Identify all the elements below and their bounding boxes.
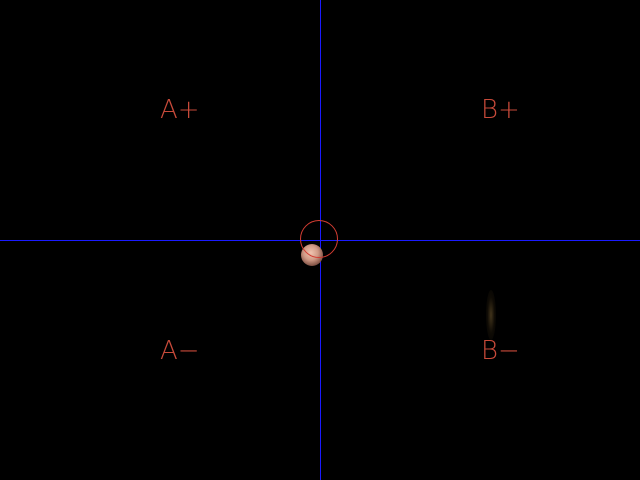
faint-light-streak: [486, 290, 496, 340]
quadrant-label-b-minus: B−: [481, 336, 520, 366]
quadrant-label-b-plus: B+: [481, 95, 520, 125]
target-ring-icon: [300, 220, 338, 258]
quadrant-label-a-plus: A+: [160, 95, 200, 125]
quadrant-label-a-minus: A−: [160, 336, 200, 366]
